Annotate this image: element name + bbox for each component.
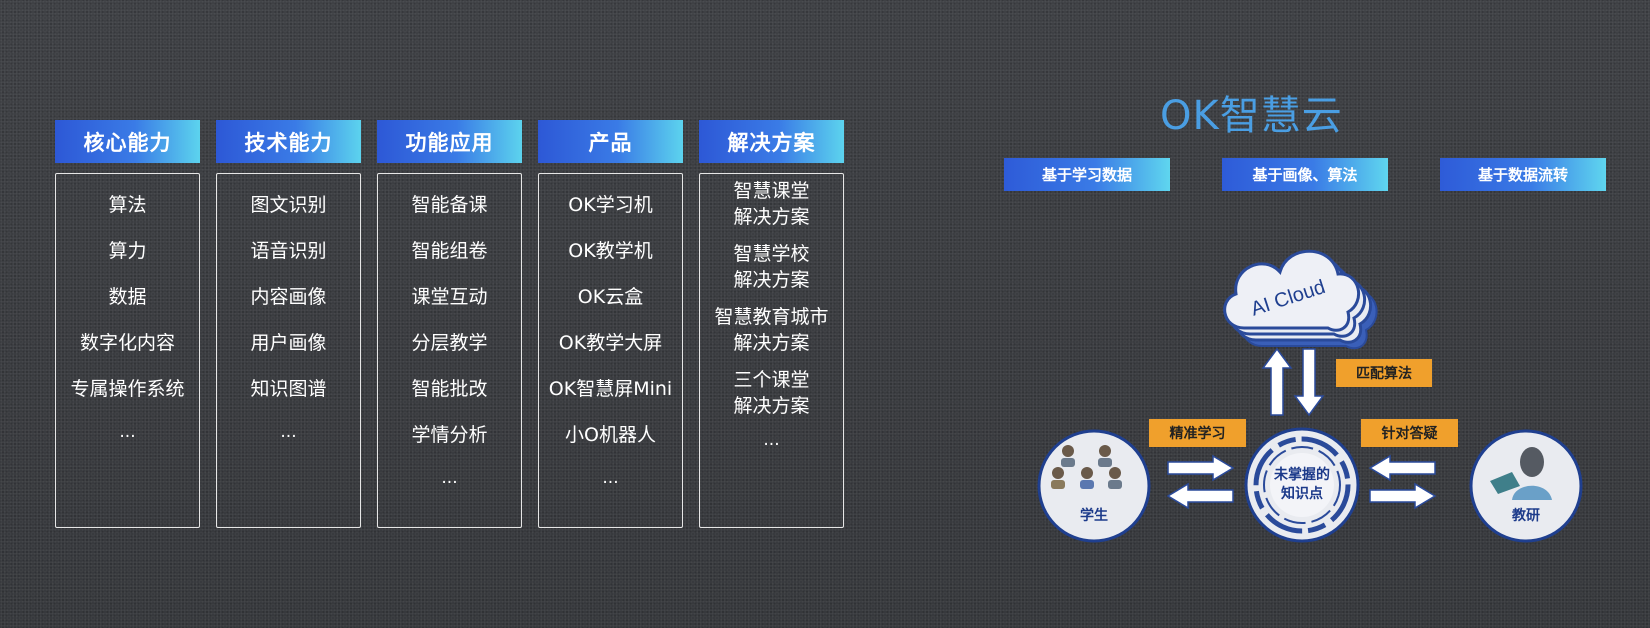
column-box: 智慧课堂 解决方案 智慧学校 解决方案 智慧教育城市 解决方案 三个课堂 解决方…: [699, 173, 844, 528]
list-item: 智慧教育城市 解决方案: [714, 306, 829, 354]
list-item: 智能组卷: [411, 240, 488, 262]
column-header: 功能应用: [377, 120, 522, 163]
cloud-label: AI Cloud: [1248, 276, 1328, 321]
list-item: OK教学机: [568, 240, 653, 262]
list-item: 图文识别: [250, 194, 327, 216]
diagram-title: OK智慧云: [1160, 93, 1343, 139]
match-algorithm-tag: 匹配算法: [1336, 359, 1432, 387]
list-item: 算法: [108, 194, 147, 216]
list-item: 智能备课: [411, 194, 488, 216]
right-arrows: [1368, 454, 1437, 510]
down-arrow-icon: [1293, 348, 1325, 417]
more-ellipsis: ...: [280, 422, 297, 442]
basis-tag-learning-data: 基于学习数据: [1004, 158, 1170, 191]
center-node-label: 未掌握的 知识点: [1274, 467, 1330, 502]
list-item: 学情分析: [411, 424, 488, 446]
column-box: 图文识别 语音识别 内容画像 用户画像 知识图谱 ...: [216, 173, 361, 528]
column-box: 智能备课 智能组卷 课堂互动 分层教学 智能批改 学情分析 ...: [377, 173, 522, 528]
basis-tag-data-flow: 基于数据流转: [1440, 158, 1606, 191]
teacher-icon: [1490, 447, 1552, 500]
column-list: 智慧课堂 解决方案 智慧学校 解决方案 智慧教育城市 解决方案 三个课堂 解决方…: [700, 178, 843, 476]
column-header: 核心能力: [55, 120, 200, 163]
list-item: 算力: [108, 240, 147, 262]
list-item: 用户画像: [250, 332, 327, 354]
targeted-qa-tag: 针对答疑: [1361, 419, 1458, 447]
list-item: 知识图谱: [250, 378, 327, 400]
column-box: OK学习机 OK教学机 OK云盒 OK教学大屏 OK智慧屏Mini 小O机器人 …: [538, 173, 683, 528]
up-arrow-icon: [1261, 347, 1293, 416]
list-item: 分层教学: [411, 332, 488, 354]
list-item: 三个课堂 解决方案: [733, 369, 810, 417]
list-item: 智慧学校 解决方案: [733, 243, 810, 291]
column-list: 算法 算力 数据 数字化内容 专属操作系统 ...: [56, 182, 199, 458]
list-item: 智慧课堂 解决方案: [733, 180, 810, 228]
more-ellipsis: ...: [602, 468, 619, 488]
right-arrow-icon: [1369, 482, 1437, 510]
list-item: 专属操作系统: [70, 378, 185, 400]
list-item: OK教学大屏: [558, 332, 663, 354]
list-item: OK学习机: [568, 194, 653, 216]
teacher-label: 教研: [1512, 508, 1540, 524]
list-item: OK云盒: [577, 286, 644, 308]
more-ellipsis: ...: [763, 430, 780, 450]
basis-tag-profile-algorithm: 基于画像、算法: [1222, 158, 1388, 191]
column-list: 图文识别 语音识别 内容画像 用户画像 知识图谱 ...: [217, 182, 360, 458]
list-item: 数据: [108, 286, 147, 308]
left-arrow-icon: [1166, 482, 1234, 510]
list-item: 数字化内容: [79, 332, 175, 354]
column-header: 产品: [538, 120, 683, 163]
right-arrow-icon: [1167, 454, 1235, 482]
student-label: 学生: [1080, 508, 1108, 524]
list-item: 课堂互动: [411, 286, 488, 308]
list-item: 小O机器人: [565, 424, 656, 446]
list-item: 智能批改: [411, 378, 488, 400]
list-item: OK智慧屏Mini: [548, 378, 673, 400]
more-ellipsis: ...: [441, 468, 458, 488]
more-ellipsis: ...: [119, 422, 136, 442]
left-arrows: [1166, 454, 1235, 510]
list-item: 语音识别: [250, 240, 327, 262]
column-header: 技术能力: [216, 120, 361, 163]
ai-cloud-icon: AI Cloud: [1223, 249, 1378, 350]
students-icon: [1051, 445, 1122, 489]
column-list: 智能备课 智能组卷 课堂互动 分层教学 智能批改 学情分析 ...: [378, 182, 521, 504]
column-list: OK学习机 OK教学机 OK云盒 OK教学大屏 OK智慧屏Mini 小O机器人 …: [539, 182, 682, 504]
column-header: 解决方案: [699, 120, 844, 163]
vertical-arrows: [1261, 347, 1325, 417]
left-arrow-icon: [1368, 454, 1436, 482]
list-item: 内容画像: [250, 286, 327, 308]
precise-learning-tag: 精准学习: [1149, 419, 1246, 447]
column-box: 算法 算力 数据 数字化内容 专属操作系统 ...: [55, 173, 200, 528]
